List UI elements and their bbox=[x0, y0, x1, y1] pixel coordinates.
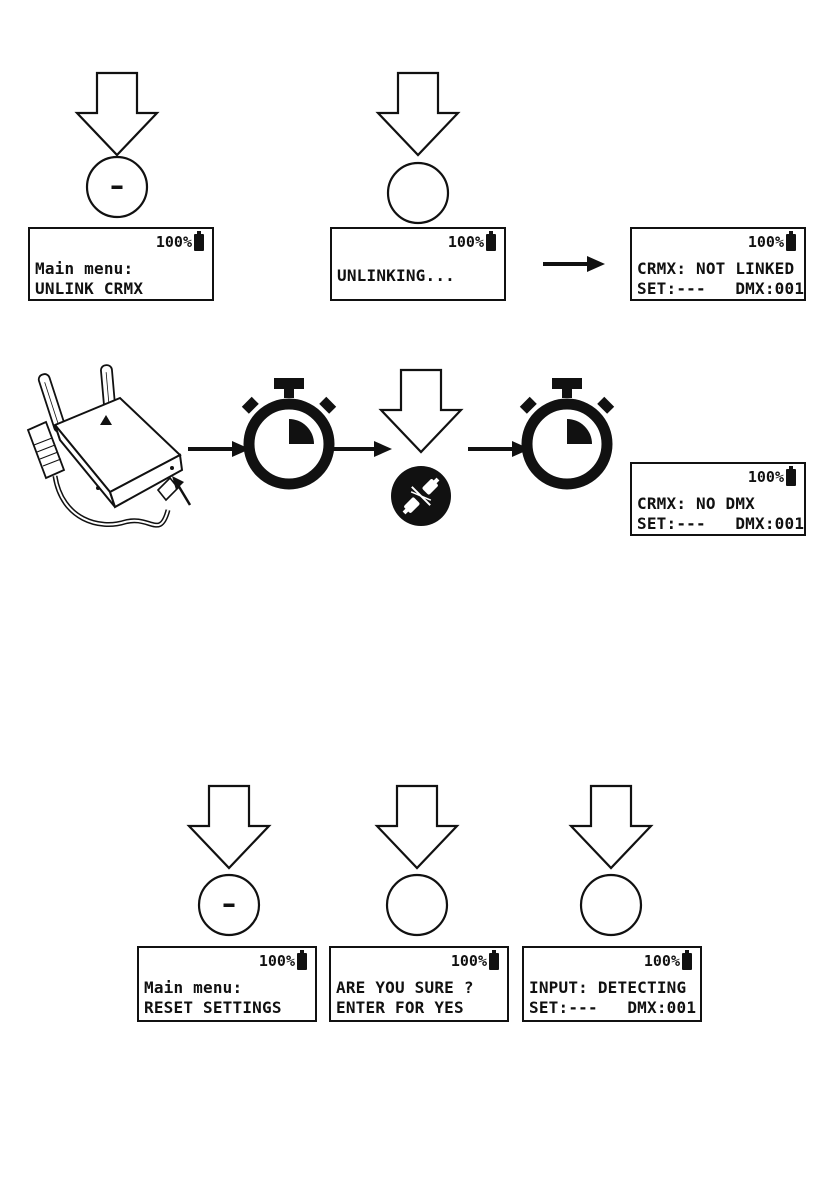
enter-button-icon bbox=[581, 875, 641, 935]
section3-minus-flow: – bbox=[189, 786, 269, 935]
down-arrow-icon bbox=[571, 786, 651, 868]
battery-icon bbox=[194, 234, 204, 251]
down-arrow-icon bbox=[77, 73, 157, 155]
lcd-unlink-crmx: 100% Main menu: UNLINK CRMX bbox=[28, 227, 214, 301]
battery-icon bbox=[786, 469, 796, 486]
section3-enter-flow-1 bbox=[377, 786, 457, 935]
down-arrow-icon bbox=[378, 73, 458, 155]
lcd-line-2: SET:--- DMX:001 bbox=[637, 279, 804, 298]
down-arrow-icon bbox=[381, 370, 461, 452]
lcd-line-2: UNLINK CRMX bbox=[35, 279, 143, 298]
stopwatch-icon bbox=[242, 378, 336, 484]
minus-symbol: – bbox=[110, 169, 124, 202]
disconnect-flow bbox=[381, 370, 461, 526]
lcd-line-1: UNLINKING... bbox=[337, 266, 455, 285]
lcd-line-2: SET:--- DMX:001 bbox=[529, 998, 696, 1017]
right-arrow-icon bbox=[330, 441, 392, 457]
battery-indicator: 100% bbox=[259, 952, 307, 970]
lcd-input-detecting: 100% INPUT: DETECTING SET:--- DMX:001 bbox=[522, 946, 702, 1022]
battery-icon bbox=[486, 234, 496, 251]
down-arrow-icon bbox=[377, 786, 457, 868]
battery-icon bbox=[297, 953, 307, 970]
stopwatch-icon bbox=[520, 378, 614, 484]
section3-enter-flow-2 bbox=[571, 786, 651, 935]
lcd-line-1: INPUT: DETECTING bbox=[529, 978, 686, 997]
battery-icon bbox=[489, 953, 499, 970]
battery-indicator: 100% bbox=[448, 233, 496, 251]
battery-indicator: 100% bbox=[451, 952, 499, 970]
enter-button-icon bbox=[388, 163, 448, 223]
enter-button-icon bbox=[387, 875, 447, 935]
minus-symbol: – bbox=[222, 887, 236, 920]
lcd-line-1: ARE YOU SURE ? bbox=[336, 978, 474, 997]
battery-indicator: 100% bbox=[748, 468, 796, 486]
lcd-crmx-no-dmx: 100% CRMX: NO DMX SET:--- DMX:001 bbox=[630, 462, 806, 536]
right-arrow-icon bbox=[468, 441, 530, 457]
battery-icon bbox=[682, 953, 692, 970]
receiver-device-icon bbox=[28, 365, 190, 525]
lcd-reset-settings: 100% Main menu: RESET SETTINGS bbox=[137, 946, 317, 1022]
lcd-line-1: CRMX: NO DMX bbox=[637, 494, 755, 513]
right-arrow-icon bbox=[543, 256, 605, 272]
battery-indicator: 100% bbox=[644, 952, 692, 970]
lcd-line-1: Main menu: bbox=[144, 978, 242, 997]
battery-icon bbox=[786, 234, 796, 251]
lcd-line-2: SET:--- DMX:001 bbox=[637, 514, 804, 533]
battery-indicator: 100% bbox=[156, 233, 204, 251]
lcd-crmx-not-linked: 100% CRMX: NOT LINKED SET:--- DMX:001 bbox=[630, 227, 806, 301]
right-arrow-icon bbox=[188, 441, 250, 457]
section1-enter-flow bbox=[378, 73, 458, 223]
section1-minus-flow: – bbox=[77, 73, 157, 217]
lcd-line-2: RESET SETTINGS bbox=[144, 998, 282, 1017]
lcd-line-1: CRMX: NOT LINKED bbox=[637, 259, 794, 278]
lcd-line-2: ENTER FOR YES bbox=[336, 998, 464, 1017]
battery-indicator: 100% bbox=[748, 233, 796, 251]
down-arrow-icon bbox=[189, 786, 269, 868]
lcd-line-1: Main menu: bbox=[35, 259, 133, 278]
lcd-are-you-sure: 100% ARE YOU SURE ? ENTER FOR YES bbox=[329, 946, 509, 1022]
lcd-unlinking: 100% UNLINKING... bbox=[330, 227, 506, 301]
